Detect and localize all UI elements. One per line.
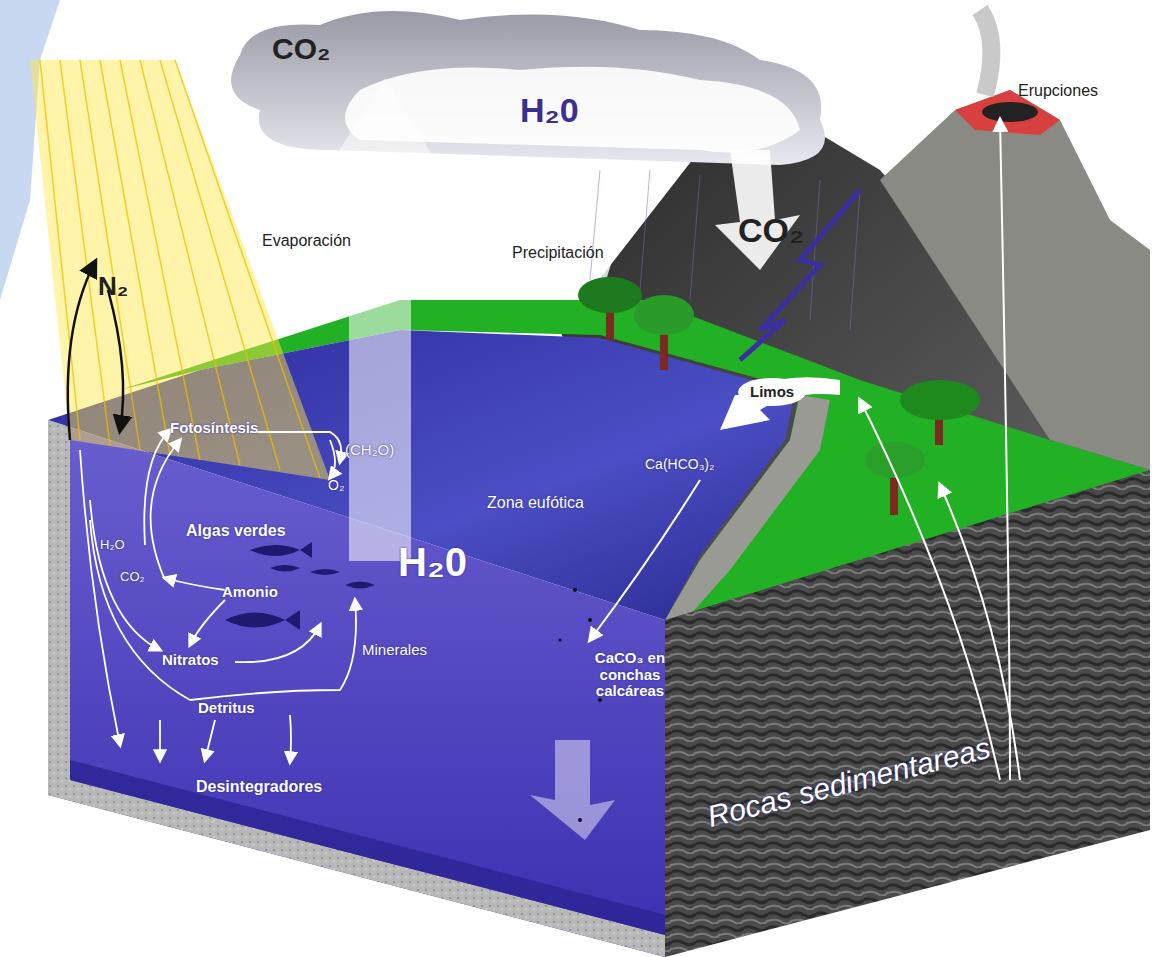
- compound-label: CO₂: [120, 570, 145, 584]
- process-label: Precipitación: [512, 244, 604, 262]
- organism-label: Desintegradores: [196, 778, 322, 796]
- compound-label: (CH₂O): [345, 442, 394, 459]
- compound-label: O₂: [328, 478, 344, 493]
- cloud-label: H₂0: [520, 92, 579, 129]
- water-label: H₂0: [398, 540, 467, 584]
- nutrient-label: Amonio: [222, 584, 278, 601]
- gas-label: CO₂: [272, 32, 330, 65]
- organism-label: Algas verdes: [186, 522, 286, 540]
- shell-label: CaCO₃ en conchas calcáreas: [570, 650, 690, 700]
- nutrient-label: Detritus: [198, 700, 255, 717]
- volcano-label: Erupciones: [1018, 82, 1098, 100]
- process-label: Evaporación: [262, 232, 351, 250]
- zone-label: Zona eufótica: [487, 494, 584, 512]
- gas-label: CO₂: [738, 212, 804, 249]
- nutrient-label: Nitratos: [162, 652, 219, 669]
- compound-label: H₂O: [100, 538, 125, 552]
- nutrient-label: Minerales: [362, 642, 427, 659]
- sediment-label: Limos: [750, 384, 794, 401]
- compound-label: Ca(HCO₃)₂: [645, 457, 714, 472]
- gas-label: N₂: [98, 272, 128, 301]
- process-label: Fotosíntesis: [170, 420, 258, 437]
